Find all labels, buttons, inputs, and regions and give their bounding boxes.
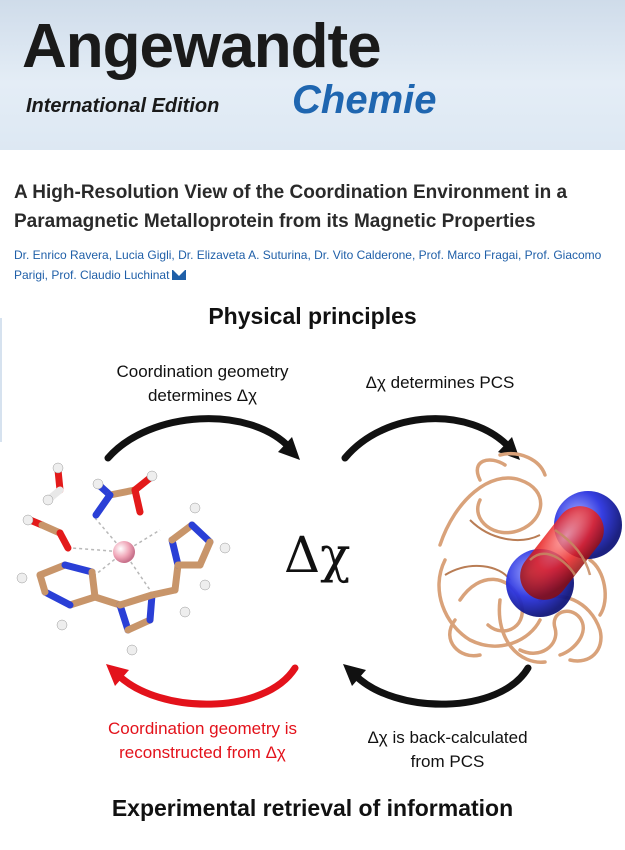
- negative-pcs-lobe: [520, 506, 604, 600]
- label-back-calculated-line2: from PCS: [410, 752, 485, 771]
- label-back-calculated-line1: Δχ is back-calculated: [367, 728, 528, 747]
- label-geometry-line2: determines Δχ: [147, 386, 258, 405]
- author-list: Dr. Enrico Ravera, Lucia Gigli, Dr. Eliz…: [14, 245, 614, 285]
- article-title: A High-Resolution View of the Coordinati…: [14, 182, 568, 232]
- arrow-bottom-left: [106, 664, 299, 708]
- journal-name-chemie: Chemie: [292, 78, 437, 122]
- protein-pcs-model: [437, 452, 622, 664]
- label-geometry-determines: Coordination geometry determines Δχ: [80, 360, 325, 408]
- author-names[interactable]: Dr. Enrico Ravera, Lucia Gigli, Dr. Eliz…: [14, 248, 602, 282]
- delta-chi-symbol: Δχ: [284, 526, 351, 584]
- journal-edition: International Edition: [26, 95, 220, 117]
- label-determines-pcs: Δχ determines PCS: [365, 373, 515, 392]
- journal-name-angewandte: Angewandte: [22, 12, 382, 81]
- metal-ion: [113, 541, 135, 563]
- journal-banner: Angewandte International Edition Chemie: [0, 0, 625, 150]
- arrow-top-left: [104, 415, 300, 462]
- figure-heading-physical-principles: Physical principles: [208, 303, 417, 329]
- label-reconstructed-line2: reconstructed from Δχ: [119, 743, 286, 762]
- label-geometry-reconstructed: Coordination geometry is reconstructed f…: [75, 717, 330, 765]
- arrow-top-right: [341, 415, 520, 462]
- page-edge-divider: [0, 318, 2, 442]
- figure-heading-experimental-retrieval: Experimental retrieval of information: [111, 795, 514, 821]
- envelope-icon[interactable]: [172, 270, 187, 280]
- label-reconstructed-line1: Coordination geometry is: [108, 719, 297, 738]
- arrow-bottom-right: [343, 664, 532, 708]
- label-back-calculated: Δχ is back-calculated from PCS: [340, 726, 555, 774]
- label-geometry-line1: Coordination geometry: [116, 362, 289, 381]
- coordination-site-model: [16, 462, 231, 656]
